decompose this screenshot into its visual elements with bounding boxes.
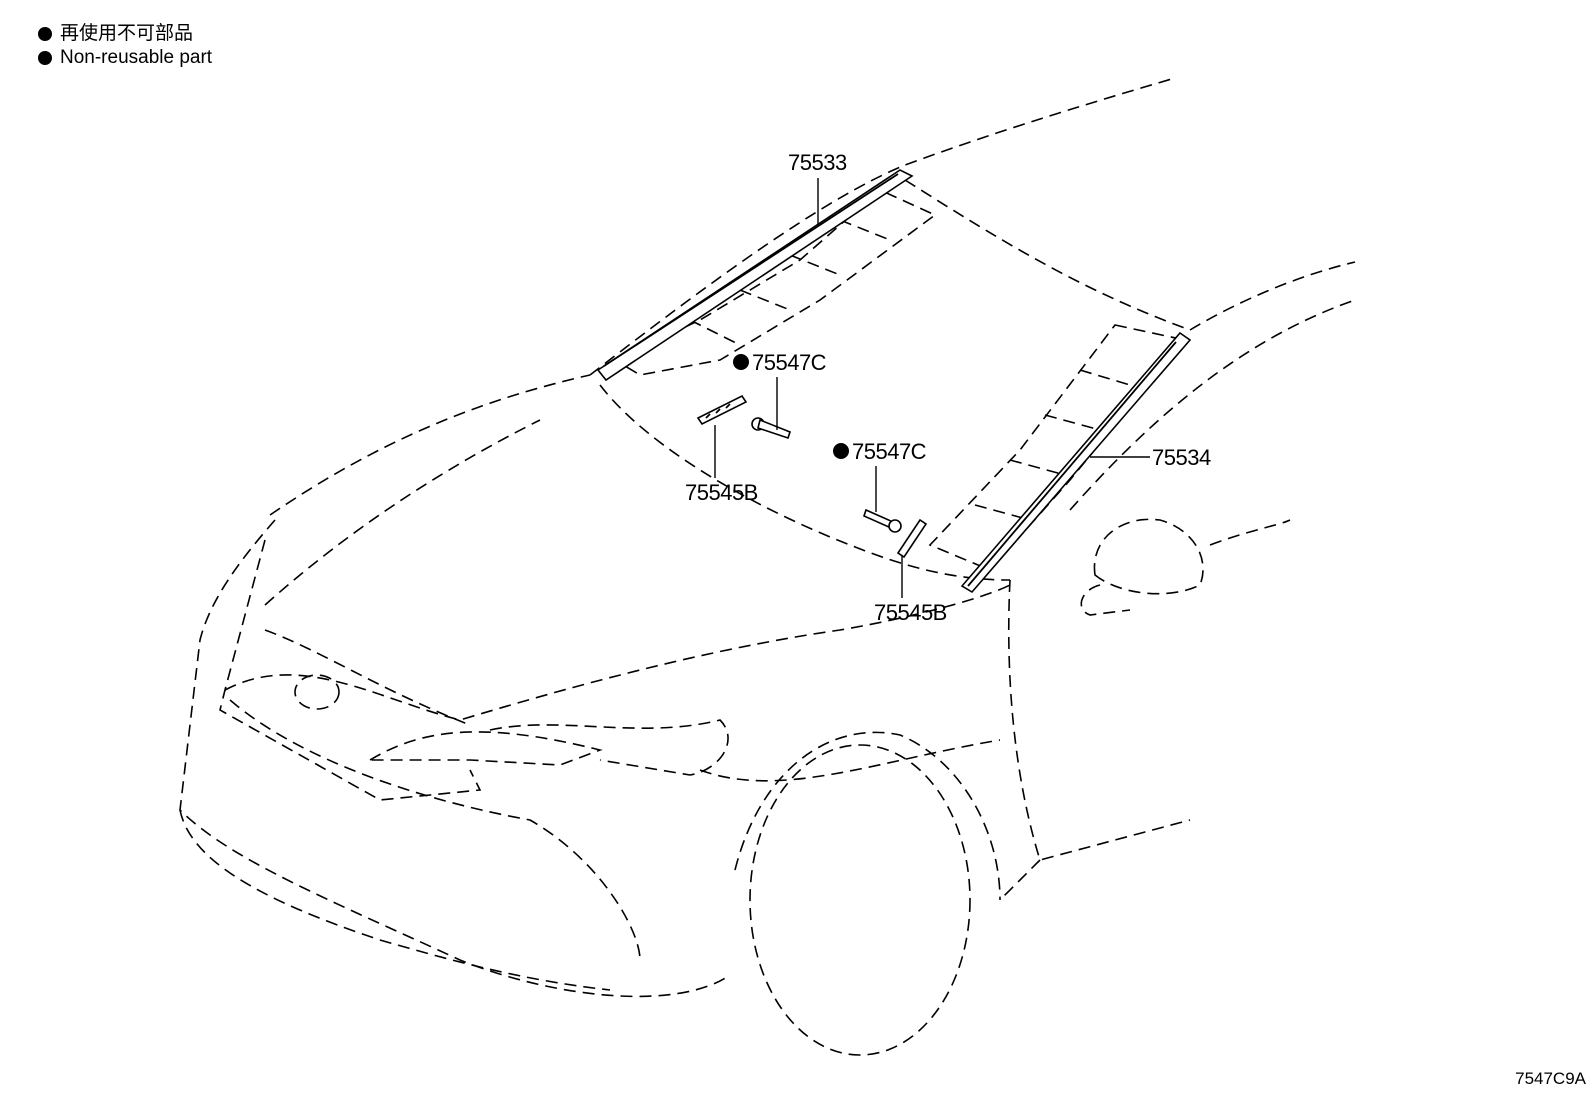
legend-label-japanese: 再使用不可部品	[60, 23, 194, 44]
fastener-75547c-left	[751, 417, 791, 440]
grille-outline	[179, 519, 731, 998]
windshield-lower-edge	[599, 384, 1011, 581]
legend-label-english: Non-reusable part	[60, 47, 213, 68]
non-reusable-dot-icon	[38, 27, 52, 41]
ceramic-zone-divider-d	[839, 219, 891, 241]
callout-75547c-right: 75547C	[852, 439, 927, 464]
clip-75545b-left	[696, 394, 748, 426]
grille-lower	[229, 699, 641, 961]
fastener-75547c-right	[863, 508, 902, 533]
legend-row-english: Non-reusable part	[38, 46, 212, 70]
ceramic-zone-upper	[613, 189, 937, 376]
legend-row-japanese: 再使用不可部品	[38, 22, 212, 46]
roof-rear-line	[904, 179, 1191, 331]
body-belt-right	[1069, 299, 1356, 511]
ceramic-zone-divider-c	[789, 254, 841, 276]
legend: 再使用不可部品 Non-reusable part	[38, 22, 212, 70]
ceramic-zone-right-divider-a	[1079, 369, 1131, 386]
grille-inner	[219, 539, 482, 801]
hood-front-edge	[264, 419, 541, 606]
front-wheel	[749, 744, 971, 1056]
ceramic-zone-right-divider-b	[1044, 414, 1101, 431]
callout-75534: 75534	[1152, 445, 1211, 470]
hood-crease	[224, 584, 1011, 721]
side-mirror	[1093, 518, 1204, 595]
front-pillar-base	[1007, 579, 1191, 861]
wheel-arch	[734, 731, 1001, 901]
callout-75547c-left: 75547C	[752, 350, 827, 375]
callout-75545b-right: 75545B	[874, 600, 947, 625]
roof-moulding-left-inner	[603, 173, 899, 367]
callout-75545b-left: 75545B	[685, 480, 758, 505]
door-line	[999, 859, 1041, 901]
headlamp-left	[367, 731, 603, 766]
body-upper-right	[1189, 261, 1356, 331]
ceramic-zone-right	[928, 324, 1187, 571]
emblem	[294, 674, 340, 710]
non-reusable-marker-icon	[833, 443, 849, 459]
roof-line	[589, 77, 1176, 376]
fender-line	[699, 739, 1001, 782]
figure-id: 7547C9A	[1515, 1069, 1586, 1088]
headlamp-right	[489, 719, 729, 776]
ceramic-zone-divider-a	[689, 319, 741, 346]
roof-moulding-left	[596, 169, 914, 382]
hood-center	[264, 629, 471, 726]
non-reusable-dot-icon	[38, 51, 52, 65]
pillar-moulding-right-inner	[967, 341, 1177, 587]
non-reusable-marker-icon	[733, 354, 749, 370]
callout-75533: 75533	[788, 150, 847, 175]
ceramic-zone-right-divider-c	[1009, 459, 1066, 476]
ceramic-zone-divider-b	[739, 289, 791, 311]
hood-outline	[269, 374, 591, 516]
side-mirror-base	[1080, 584, 1131, 616]
bumper-lower-left	[179, 809, 611, 991]
door-belt	[1209, 519, 1291, 546]
clip-75545b-right	[896, 518, 928, 559]
